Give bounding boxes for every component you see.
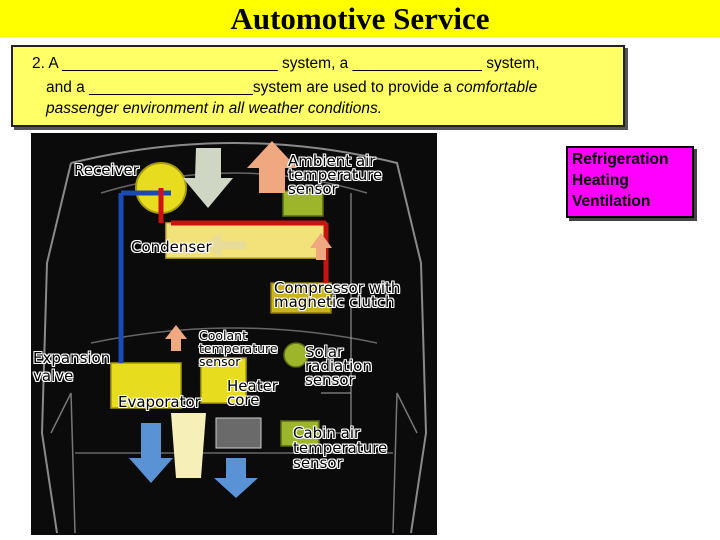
question-box: 2. A _________________________ system, a… [11, 45, 625, 127]
label-ambient-1: Ambient air [288, 152, 376, 170]
answer-refrigeration: Refrigeration [572, 151, 669, 168]
answer-ventilation: Ventilation [572, 193, 651, 210]
label-cabin-1: Cabin air [293, 424, 361, 442]
cabin-sensor-body [280, 420, 320, 447]
label-evaporator: Evaporator [118, 393, 201, 411]
label-compressor-2: magnetic clutch [274, 293, 395, 311]
label-solar-1: Solar [305, 343, 344, 361]
hvac-system-diagram: Receiver Ambient air temperature sensor … [31, 133, 437, 535]
center-vent-arrow [214, 458, 258, 498]
question-line-1: 2. A _________________________ system, a… [32, 55, 540, 72]
condenser-airflow-arrow [201, 233, 246, 257]
compressor-body [270, 282, 332, 314]
wiring-harness [319, 193, 352, 434]
label-condenser: Condenser [131, 238, 212, 256]
ambient-sensor-body [282, 190, 324, 217]
label-solar-3: sensor [305, 371, 355, 389]
question-line-2-text: and a ___________________system are used… [46, 79, 457, 96]
car-side-window [50, 392, 418, 534]
fresh-air-inlet-arrow [183, 148, 233, 208]
label-cabin-3: sensor [293, 454, 343, 472]
hot-air-exhaust-arrow [247, 141, 297, 193]
title-bar [0, 0, 720, 37]
label-receiver: Receiver [74, 161, 139, 179]
label-coolant-3: sensor [199, 354, 241, 369]
label-coolant-2: temperature [199, 341, 278, 356]
question-line-2-italic: comfortable [456, 79, 538, 96]
label-expansion-1: Expansion [33, 349, 111, 367]
label-solar-2: radiation [305, 357, 372, 375]
heater-core [200, 357, 247, 404]
solar-sensor-body [283, 342, 309, 368]
hvac-diagram-graphic [40, 141, 428, 534]
car-body-outline [40, 142, 428, 534]
slide-title: Automotive Service [230, 1, 490, 36]
label-compressor-1: Compressor with [274, 279, 401, 297]
coolant-airflow-arrow [165, 325, 187, 351]
question-line-3: passenger environment in all weather con… [46, 100, 383, 117]
left-vent-arrow [129, 423, 173, 483]
heater-warm-air [171, 413, 206, 478]
evaporator-core [110, 362, 182, 409]
label-heater-1: Heater [227, 377, 278, 395]
question-line-2: and a ___________________system are used… [46, 79, 537, 97]
label-ambient-2: temperature [288, 166, 383, 184]
car-hood-lines [75, 172, 393, 454]
dashboard-control-panel [215, 417, 262, 449]
label-heater-2: core [227, 391, 260, 409]
answer-heating: Heating [572, 172, 629, 189]
label-cabin-2: temperature [293, 439, 388, 457]
answer-box: Refrigeration Heating Ventilation [566, 146, 694, 218]
label-expansion-2: valve [33, 367, 74, 385]
label-ambient-3: sensor [288, 180, 338, 198]
label-coolant-1: Coolant [199, 328, 247, 343]
compressor-airflow-arrow [310, 233, 332, 260]
